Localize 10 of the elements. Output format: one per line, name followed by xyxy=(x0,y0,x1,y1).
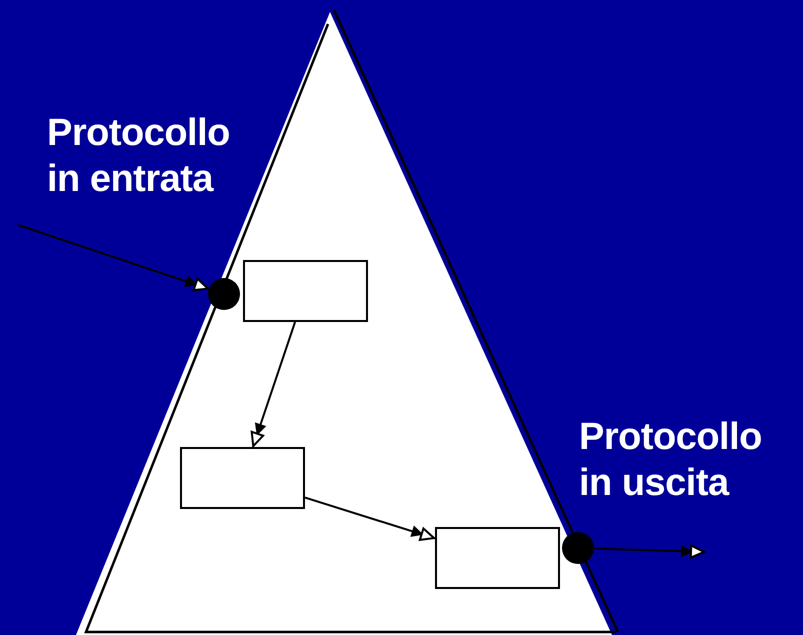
arrow xyxy=(18,224,210,292)
arrow xyxy=(594,544,706,559)
process-box xyxy=(180,447,305,509)
port-dot xyxy=(562,532,594,564)
arrow xyxy=(304,496,436,541)
protocol-label: Protocollo in entrata xyxy=(47,111,231,202)
process-box xyxy=(435,527,560,589)
protocol-label: Protocollo in uscita xyxy=(579,415,763,506)
arrow xyxy=(250,322,296,448)
process-box xyxy=(243,260,368,322)
